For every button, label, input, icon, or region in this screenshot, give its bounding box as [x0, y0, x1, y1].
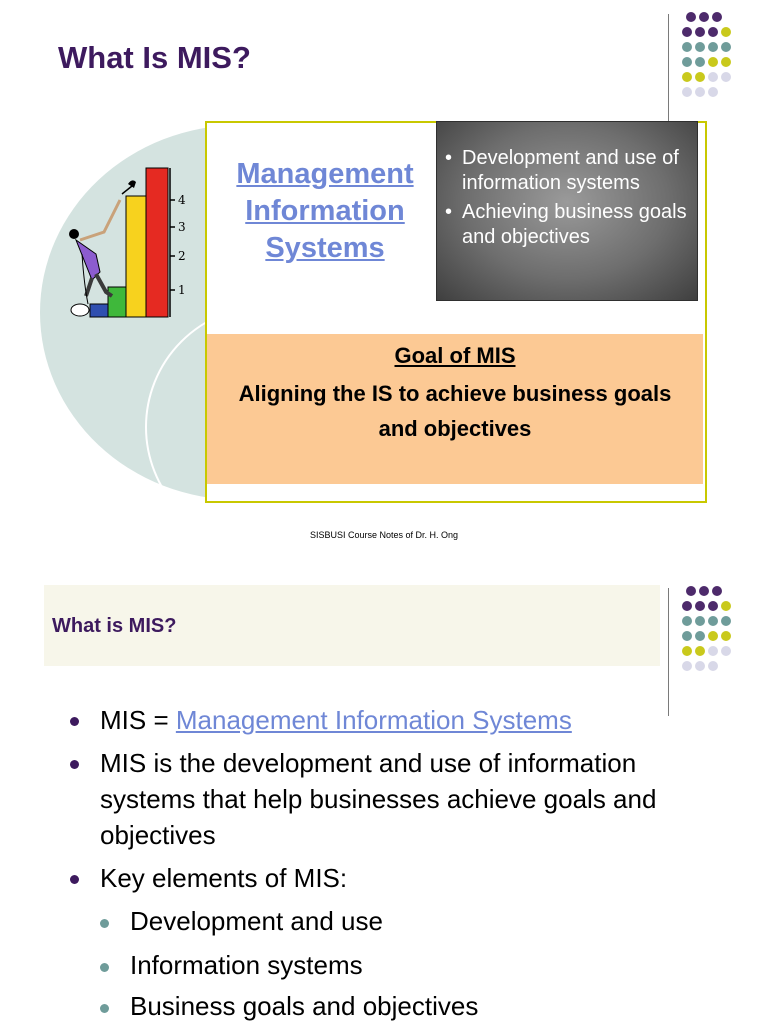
- decorative-dot: [686, 586, 696, 596]
- decorative-dot: [708, 661, 718, 671]
- decorative-dot: [695, 27, 705, 37]
- bullet-dot-icon: [70, 760, 79, 769]
- sub-bullet-dot-icon: [100, 963, 109, 972]
- sub-bullet-text: Information systems: [130, 950, 363, 980]
- decorative-dot: [682, 87, 692, 97]
- bullet-dot-icon: •: [445, 201, 453, 223]
- decorative-dot: [708, 601, 718, 611]
- bullet-item: Key elements of MIS:: [70, 860, 347, 896]
- decorative-dot: [721, 42, 731, 52]
- slide1-divider-line: [668, 14, 669, 124]
- sub-bullet-text: Business goals and objectives: [130, 991, 479, 1021]
- decorative-dot: [712, 586, 722, 596]
- decorative-dot: [708, 87, 718, 97]
- decorative-dot: [682, 601, 692, 611]
- chart-tick-4: 4: [178, 193, 186, 207]
- decorative-dot: [682, 72, 692, 82]
- chart-tick-1: 1: [178, 283, 186, 297]
- goal-box: [207, 334, 703, 484]
- decorative-dot: [708, 646, 718, 656]
- bullet-text: MIS is the development and use of inform…: [100, 748, 657, 850]
- decorative-dot: [708, 631, 718, 641]
- decorative-dot: [695, 42, 705, 52]
- dark-box-item: • Development and use of information syst…: [440, 146, 692, 196]
- dark-box-item: • Achieving business goals and objectives: [440, 200, 692, 250]
- sub-bullet-dot-icon: [100, 919, 109, 928]
- dark-feature-box: [436, 121, 698, 301]
- decorative-dot: [721, 27, 731, 37]
- dark-box-list: • Development and use of information syst…: [440, 146, 692, 254]
- bullet-dot-icon: [70, 717, 79, 726]
- decorative-dot: [682, 27, 692, 37]
- bullet-dot-icon: [70, 875, 79, 884]
- decorative-dot: [699, 586, 709, 596]
- bullet-item: MIS is the development and use of inform…: [70, 745, 670, 853]
- decorative-dot: [695, 616, 705, 626]
- decorative-dot: [708, 57, 718, 67]
- decorative-dot: [708, 616, 718, 626]
- decorative-dot: [682, 57, 692, 67]
- decorative-dot: [721, 646, 731, 656]
- decorative-dot: [682, 646, 692, 656]
- slide2-title: What is MIS?: [52, 615, 177, 637]
- decorative-dot: [682, 42, 692, 52]
- slide2-divider-line: [668, 588, 669, 716]
- decorative-dot: [686, 12, 696, 22]
- slide1-dot-grid: [682, 12, 762, 122]
- dark-box-item-text: Achieving business goals and objectives: [462, 201, 687, 248]
- decorative-dot: [721, 57, 731, 67]
- bullet-text: Key elements of MIS:: [100, 863, 348, 893]
- decorative-dot: [695, 646, 705, 656]
- decorative-dot: [695, 631, 705, 641]
- decorative-dot: [708, 27, 718, 37]
- sub-bullet-text: Development and use: [130, 906, 383, 936]
- sub-bullet-dot-icon: [100, 1004, 109, 1013]
- sub-bullet-item: Business goals and objectives: [100, 988, 478, 1024]
- decorative-dot: [682, 631, 692, 641]
- goal-title: Goal of MIS: [394, 343, 516, 368]
- mis-link[interactable]: Management Information Systems: [175, 705, 572, 735]
- decorative-dot: [695, 87, 705, 97]
- decorative-dot: [695, 661, 705, 671]
- decorative-dot: [721, 601, 731, 611]
- goal-text: Aligning the IS to achieve business goal…: [238, 381, 672, 441]
- decorative-dot: [682, 616, 692, 626]
- decorative-dot: [712, 12, 722, 22]
- sub-bullet-item: Development and use: [100, 903, 383, 939]
- bullet-dot-icon: •: [445, 147, 453, 169]
- decorative-dot: [721, 616, 731, 626]
- slide2-title-band: [44, 585, 660, 666]
- decorative-dot: [708, 42, 718, 52]
- decorative-dot: [721, 72, 731, 82]
- chart-tick-3: 3: [178, 220, 186, 234]
- chart-tick-2: 2: [178, 249, 186, 263]
- slide2-dot-grid: [682, 586, 762, 696]
- bullet-prefix: MIS =: [100, 705, 176, 735]
- dark-box-item-text: Development and use of information syste…: [462, 147, 679, 194]
- decorative-dot: [695, 72, 705, 82]
- sub-bullet-item: Information systems: [100, 947, 363, 983]
- decorative-dot: [708, 72, 718, 82]
- bullet-item: MIS = Management Information Systems: [70, 702, 572, 738]
- decorative-dot: [699, 12, 709, 22]
- decorative-dot: [695, 57, 705, 67]
- slide1-title: What Is MIS?: [58, 40, 251, 75]
- decorative-dot: [695, 601, 705, 611]
- slide-caption: SISBUSI Course Notes of Dr. H. Ong: [309, 530, 459, 540]
- climber-bar-chart-illustration: 4 3 2 1: [69, 167, 186, 318]
- mis-heading-link[interactable]: Management Information Systems: [236, 158, 414, 264]
- decorative-dot: [721, 631, 731, 641]
- decorative-dot: [682, 661, 692, 671]
